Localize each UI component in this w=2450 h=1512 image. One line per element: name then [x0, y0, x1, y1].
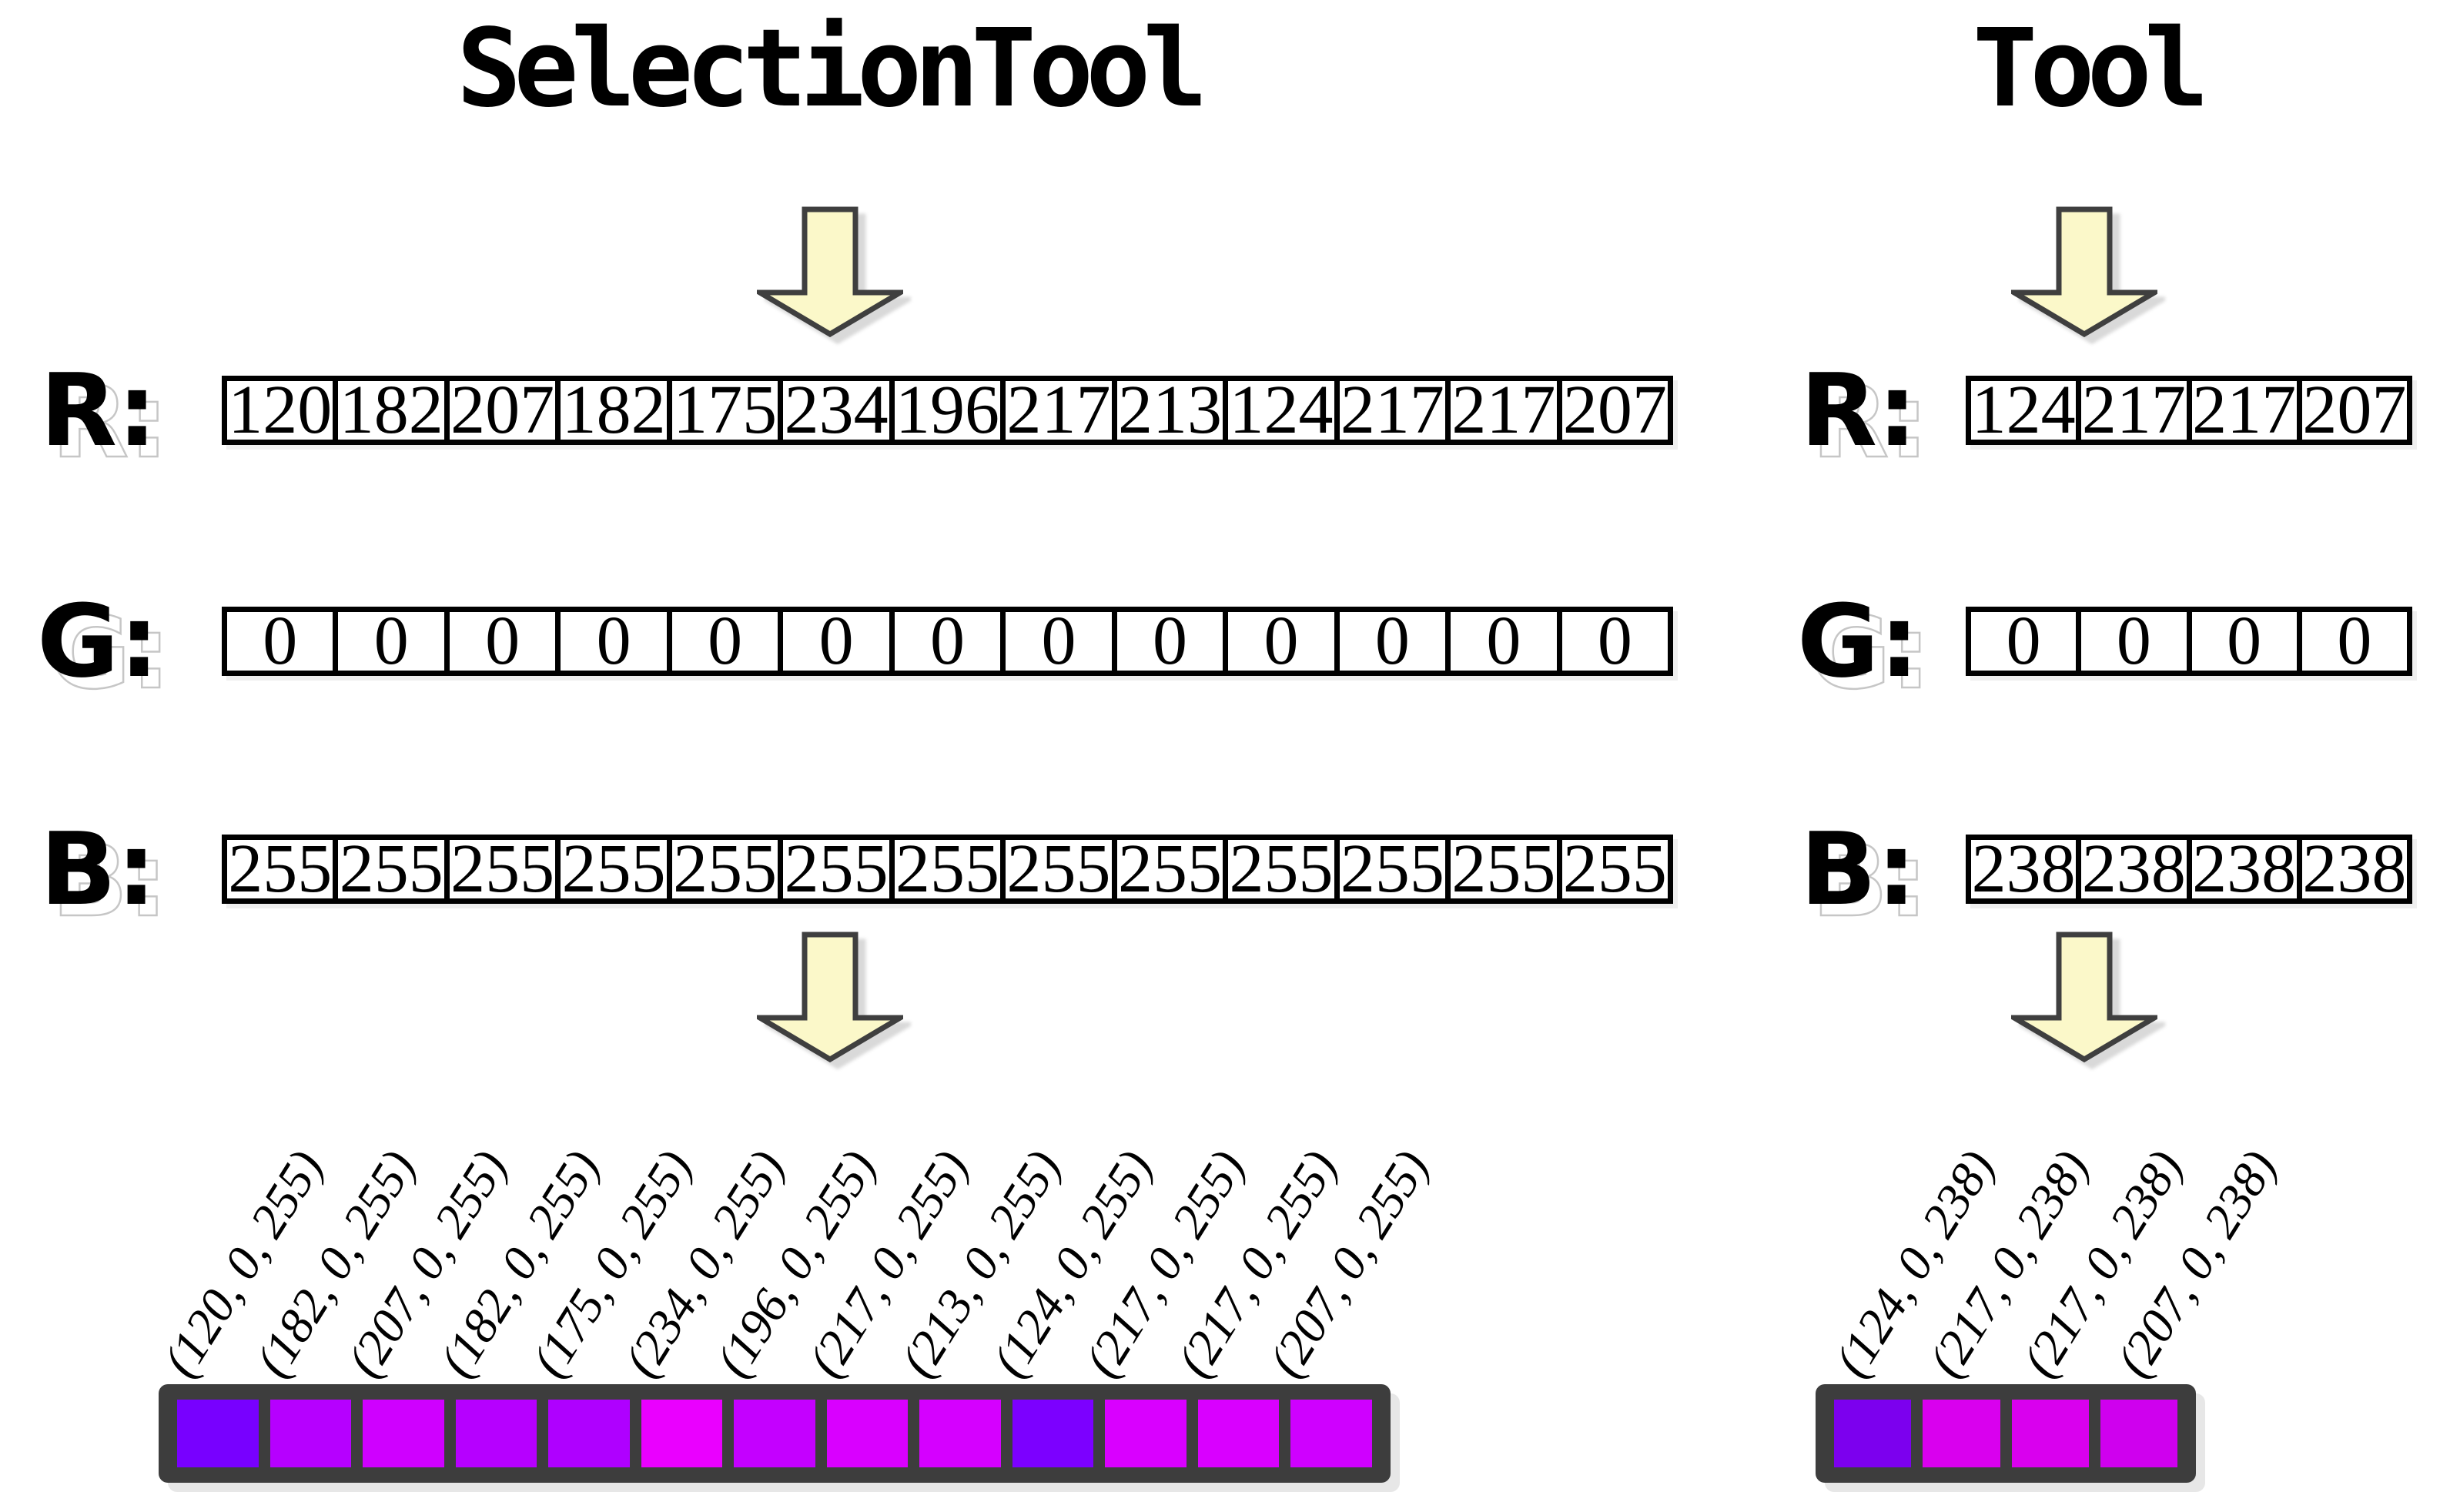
- value-cell: 255: [889, 840, 1000, 898]
- pixel-swatch: [2011, 1400, 2089, 1467]
- left-panel-title: SelectionTool: [457, 6, 1208, 132]
- pixel-swatch: [1290, 1400, 1372, 1467]
- value-cell: 207: [1556, 381, 1668, 440]
- value-cell: 196: [889, 381, 1000, 440]
- value-cell: 217: [1445, 381, 1556, 440]
- value-cell: 0: [443, 612, 555, 671]
- value-cell: 255: [1445, 840, 1556, 898]
- right-panel-title: Tool: [1973, 6, 2209, 132]
- value-cell: 234: [778, 381, 889, 440]
- value-cell: 238: [1971, 840, 2076, 898]
- value-cell: 255: [228, 840, 333, 898]
- pixel-swatch: [548, 1400, 630, 1467]
- pixel-swatch: [1105, 1400, 1187, 1467]
- value-cell: 0: [555, 612, 666, 671]
- value-cell: 124: [1971, 381, 2076, 440]
- value-cell: 217: [2186, 381, 2297, 440]
- value-cell: 207: [2296, 381, 2407, 440]
- pixel-swatch: [455, 1400, 537, 1467]
- value-cell: 213: [1111, 381, 1223, 440]
- value-cell: 182: [333, 381, 443, 440]
- pixel-strip: [1816, 1384, 2196, 1483]
- value-cell: 182: [555, 381, 666, 440]
- value-cell: 120: [228, 381, 333, 440]
- value-cell: 0: [1111, 612, 1223, 671]
- value-cell: 255: [1556, 840, 1668, 898]
- pixel-swatch: [177, 1400, 259, 1467]
- value-cell: 0: [2186, 612, 2297, 671]
- value-cell: 255: [443, 840, 555, 898]
- value-cell: 0: [1000, 612, 1111, 671]
- value-cell: 217: [1334, 381, 1445, 440]
- pixel-swatch: [363, 1400, 444, 1467]
- value-cell: 255: [666, 840, 778, 898]
- pixel-swatch: [1834, 1400, 1912, 1467]
- value-cell: 255: [555, 840, 666, 898]
- pixel-swatch: [1012, 1400, 1094, 1467]
- value-cell: 0: [666, 612, 778, 671]
- pixel-swatch: [826, 1400, 909, 1467]
- pixel-strip: [159, 1384, 1391, 1483]
- green-channel-label: G:: [37, 591, 170, 695]
- value-cell: 255: [1334, 840, 1445, 898]
- pixel-swatch: [641, 1400, 723, 1467]
- pixel-swatch: [2100, 1400, 2177, 1467]
- value-cell: 255: [1111, 840, 1223, 898]
- pixel-swatch: [919, 1400, 1001, 1467]
- value-cell: 0: [263, 612, 298, 671]
- red-channel-label: R:: [40, 360, 169, 464]
- value-cell: 0: [1445, 612, 1556, 671]
- value-cell: 238: [2296, 840, 2407, 898]
- pixel-swatch: [1923, 1400, 2000, 1467]
- value-cell: 124: [1223, 381, 1334, 440]
- value-cell: 0: [1223, 612, 1334, 671]
- value-cell: 238: [2186, 840, 2297, 898]
- value-cell: 175: [666, 381, 778, 440]
- value-cell: 238: [2076, 840, 2186, 898]
- value-cell: 0: [2076, 612, 2186, 671]
- down-arrow-icon: [757, 932, 903, 1062]
- value-cell: 217: [2076, 381, 2186, 440]
- down-arrow-icon: [757, 206, 903, 337]
- value-cell: 0: [333, 612, 443, 671]
- blue-channel-label: B:: [1800, 819, 1928, 923]
- value-cell: 0: [2006, 612, 2041, 671]
- down-arrow-icon: [2011, 206, 2157, 337]
- blue-channel-label: B:: [40, 819, 168, 923]
- pixel-swatch: [734, 1400, 815, 1467]
- value-cell: 255: [1000, 840, 1111, 898]
- down-arrow-icon: [2011, 932, 2157, 1062]
- value-cell: 0: [1334, 612, 1445, 671]
- value-cell: 0: [889, 612, 1000, 671]
- pixel-swatch: [269, 1400, 352, 1467]
- value-cell: 0: [1556, 612, 1668, 671]
- value-cell: 207: [443, 381, 555, 440]
- value-cell: 255: [1223, 840, 1334, 898]
- value-cell: 255: [333, 840, 443, 898]
- value-cell: 0: [778, 612, 889, 671]
- value-cell: 255: [778, 840, 889, 898]
- green-channel-label: G:: [1797, 591, 1930, 695]
- value-cell: 0: [2296, 612, 2407, 671]
- red-channel-label: R:: [1800, 360, 1929, 464]
- value-cell: 217: [1000, 381, 1111, 440]
- pixel-swatch: [1197, 1400, 1280, 1467]
